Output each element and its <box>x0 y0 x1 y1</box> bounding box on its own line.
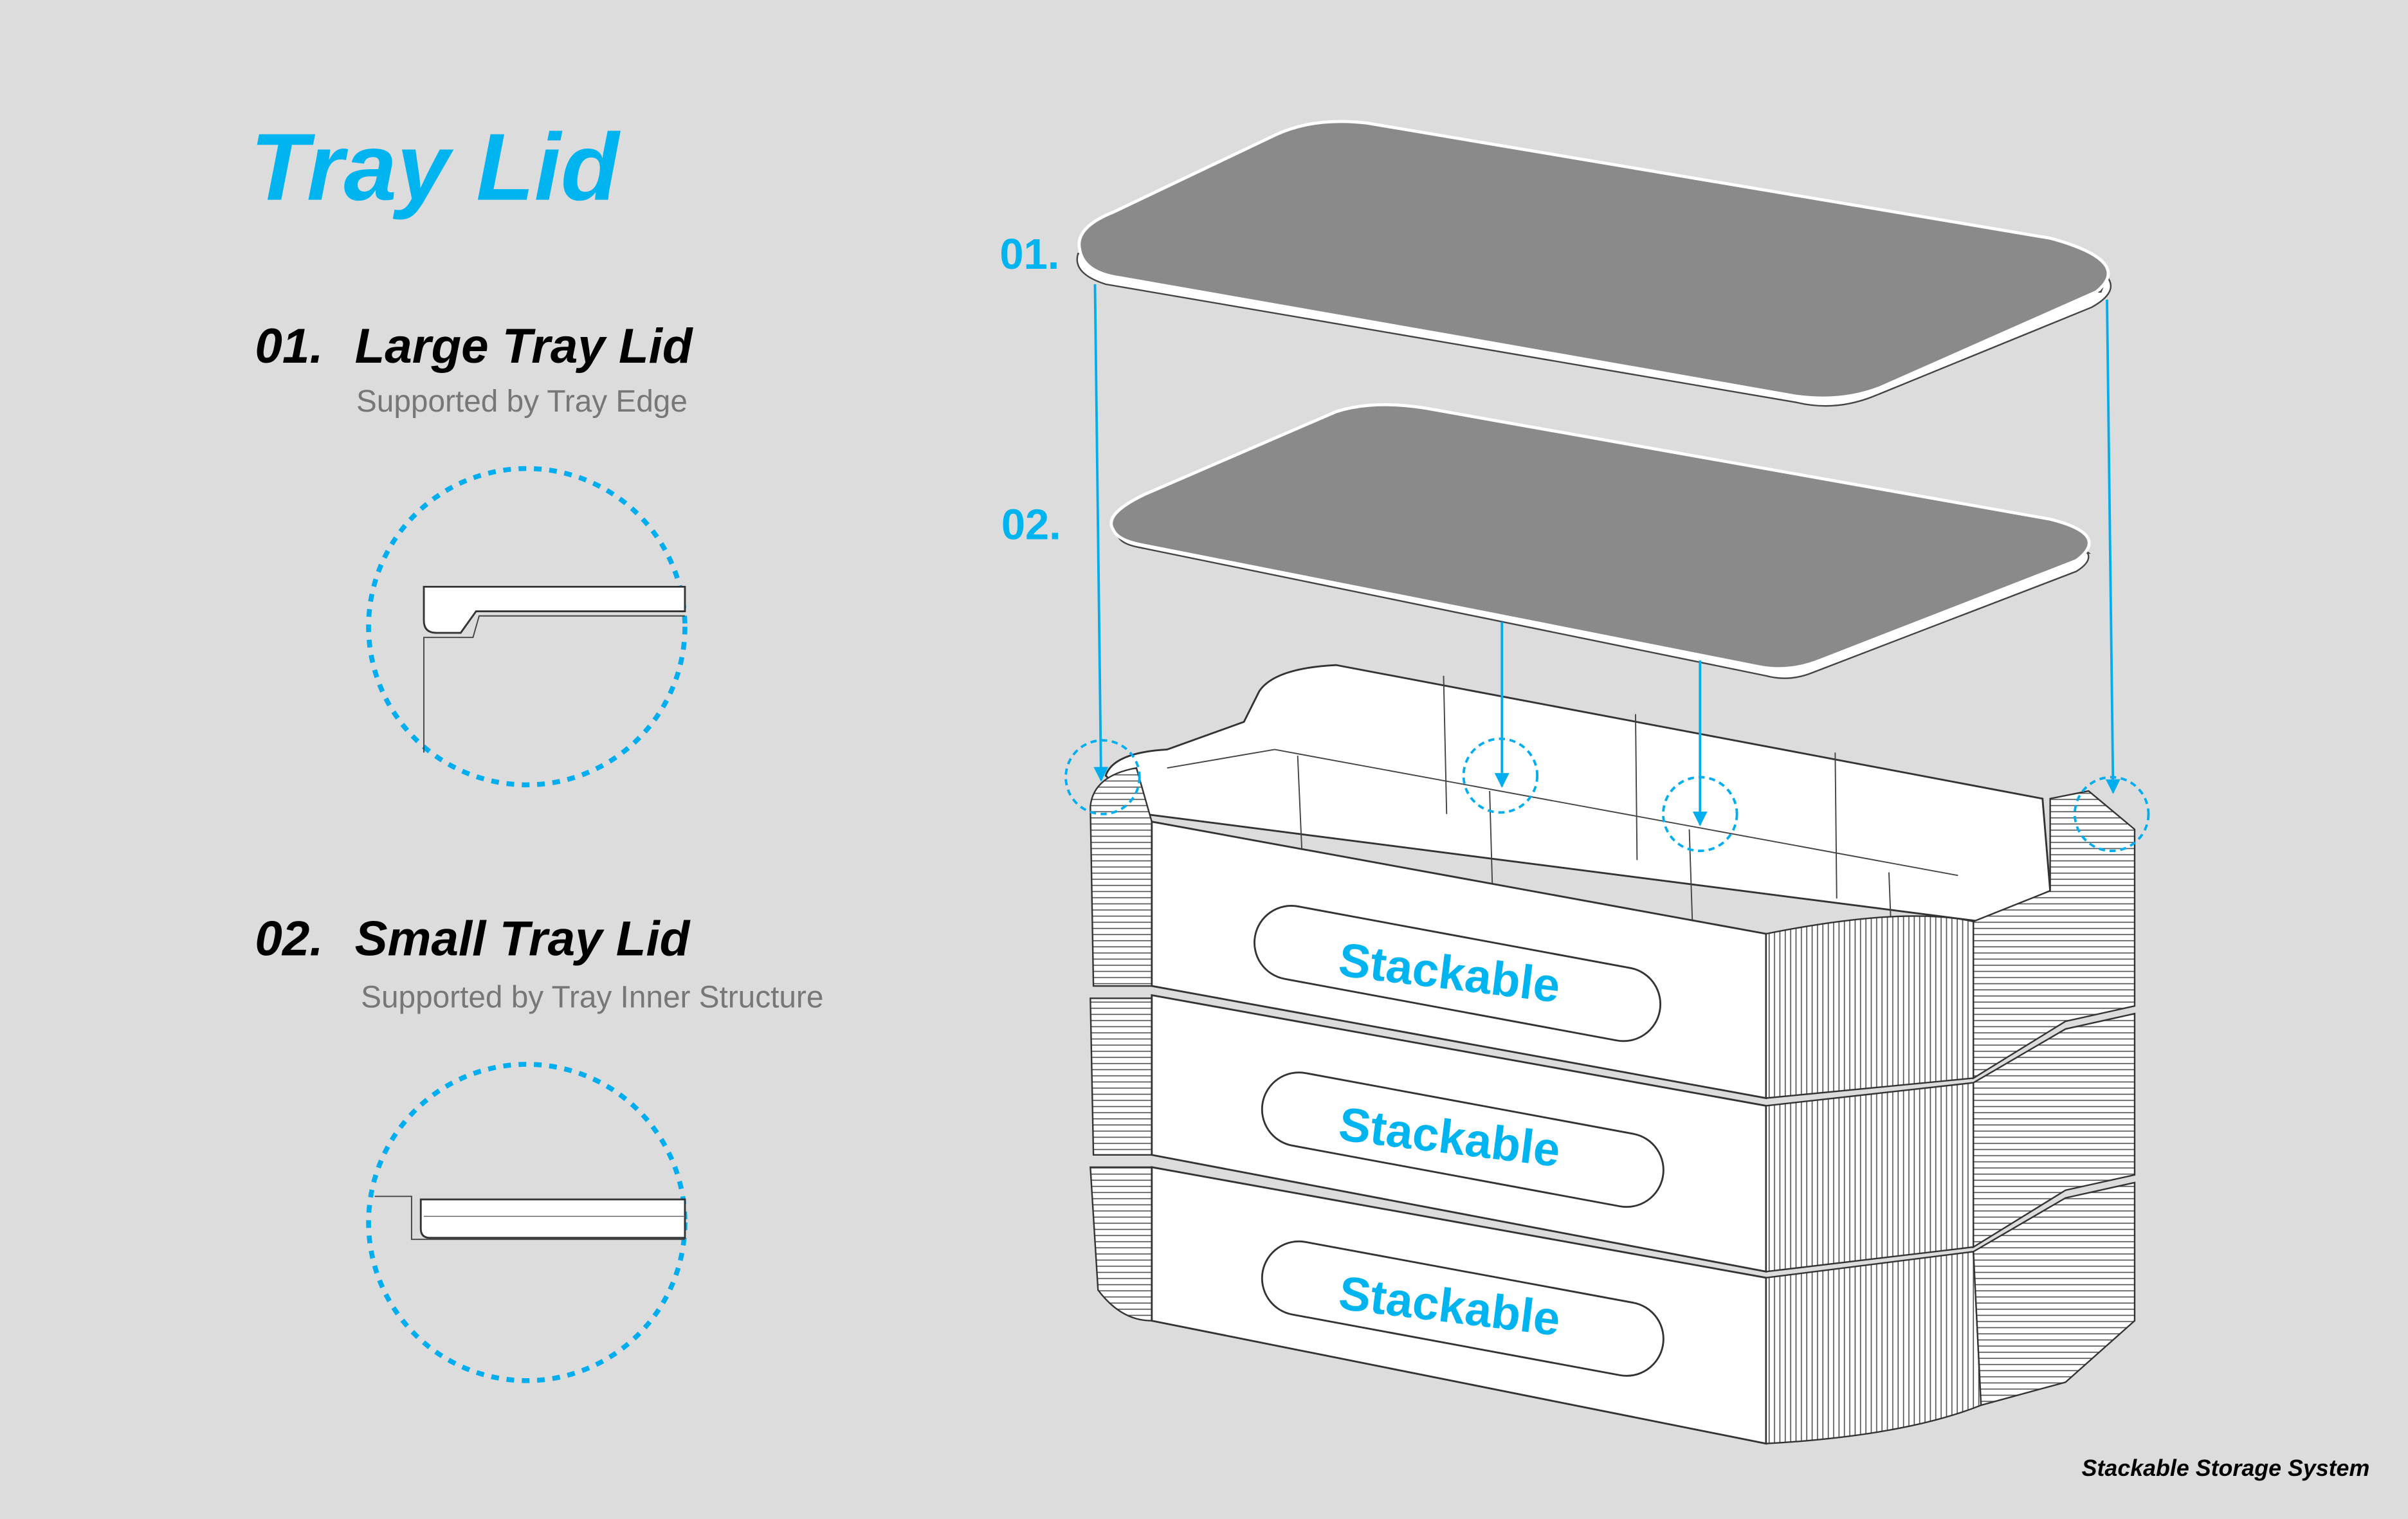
item-small-tray-lid: 02. Small Tray Lid Supported by Tray Inn… <box>255 911 823 1014</box>
page-title: Tray Lid <box>250 114 621 221</box>
assembly-arrows <box>1064 284 2150 852</box>
item-description: Supported by Tray Edge <box>356 385 688 419</box>
large-tray-lid <box>1076 120 2112 407</box>
tray-2: Stackable <box>1090 994 2136 1273</box>
item-name: Large Tray Lid <box>355 319 693 374</box>
tray-3: Stackable <box>1090 1166 2136 1445</box>
detail-large-lid-edge <box>366 466 688 788</box>
detail-small-lid-support <box>366 1062 688 1383</box>
callout-02: 02. <box>1001 500 1061 549</box>
item-name: Small Tray Lid <box>355 911 691 966</box>
footer-caption: Stackable Storage System <box>2082 1455 2370 1481</box>
tray-stack: Stackable Stackable Stackable <box>1090 664 2136 1445</box>
item-description: Supported by Tray Inner Structure <box>361 981 823 1015</box>
item-number: 02. <box>255 911 323 966</box>
callout-01: 01. <box>999 230 1059 278</box>
item-large-tray-lid: 01. Large Tray Lid Supported by Tray Edg… <box>255 319 693 419</box>
small-tray-lid <box>1109 403 2092 679</box>
tray-1: Stackable <box>1090 767 2136 1100</box>
item-number: 01. <box>255 319 323 374</box>
